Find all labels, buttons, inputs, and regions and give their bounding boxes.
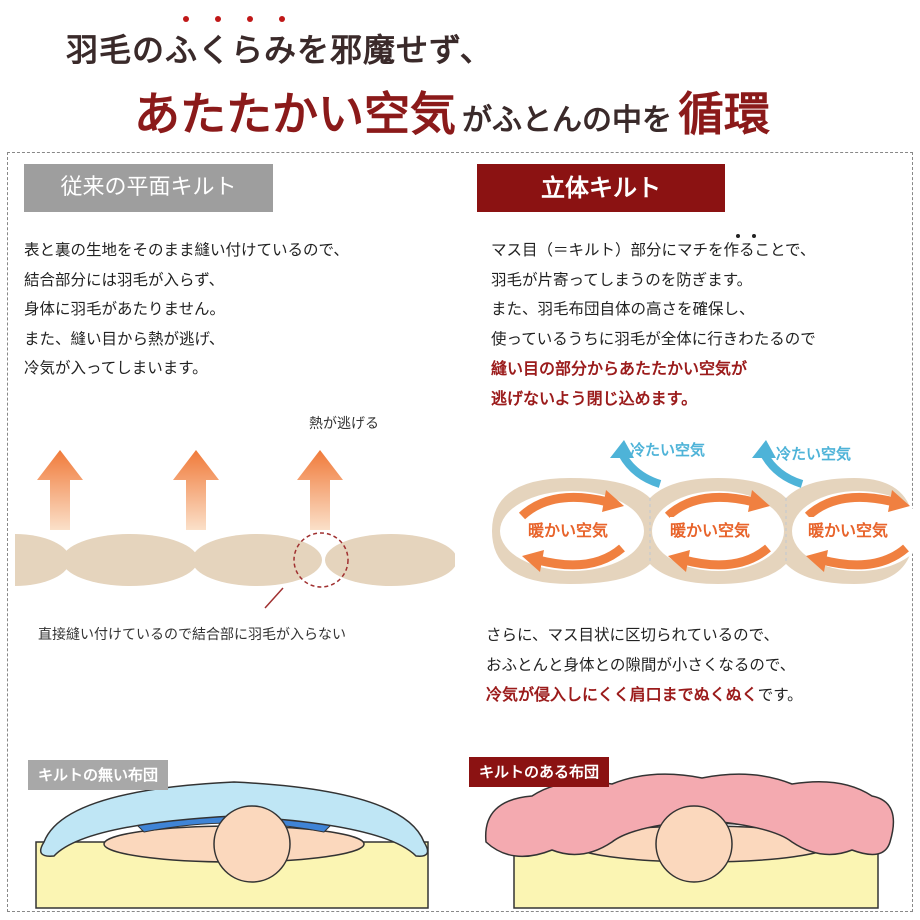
right-line: おふとんと身体との隙間が小さくなるので、 (486, 655, 796, 674)
warm-air-circulation-icon (804, 490, 910, 572)
heat-arrow-icon (37, 450, 83, 530)
right-red-line: 縫い目の部分からあたたかい空気が (491, 359, 748, 378)
warm-air-label: 暖かい空気 (808, 517, 889, 541)
left-line: 結合部分には羽毛が入らず、 (24, 270, 225, 289)
right-tag: 立体キルト (477, 164, 725, 212)
left-description: 表と裏の生地をそのまま縫い付けているので、 結合部分には羽毛が入らず、 身体に羽… (24, 236, 349, 384)
warm-air-label: 暖かい空気 (670, 517, 751, 541)
right-red-phrase: 冷気が侵入しにくく肩口までぬくぬく (486, 685, 758, 704)
warm-air-circulation-icon (518, 490, 625, 572)
flat-quilt-segment (62, 534, 198, 586)
head (213, 805, 291, 883)
right-line: さらに、マス目状に区切られているので、 (486, 626, 779, 644)
right-description: マス目（＝キルト）部分にマチを作ることで、 羽毛が片寄ってしまうのを防ぎます。 … (491, 236, 816, 413)
headline-circulation: 循環 (678, 87, 770, 141)
cold-air-label: 冷たい空気 (776, 445, 852, 463)
right-description-2: さらに、マス目状に区切られているので、 おふとんと身体との隙間が小さくなるので、… (486, 621, 803, 711)
right-line: マス目（＝キルト）部分にマチを作ることで、 (491, 241, 816, 259)
cold-air-arrow-icon (610, 440, 662, 488)
right-line: また、羽毛布団自体の高さを確保し、 (491, 300, 755, 318)
left-line: 身体に羽毛があたりません。 (24, 300, 226, 318)
left-line: また、縫い目から熱が逃げ、 (24, 329, 225, 348)
heat-arrow-icon (173, 450, 219, 530)
headline-middle: がふとんの中を (462, 103, 672, 138)
3d-quilt-diagram (492, 440, 914, 584)
warm-air-label: 暖かい空気 (528, 517, 609, 541)
flat-quilt-caption: 直接縫い付けているので結合部に羽毛が入らない (38, 627, 346, 643)
seam-highlight-circle (293, 532, 349, 588)
cold-air-arrow-icon (752, 440, 804, 488)
right-tail: です。 (757, 686, 803, 704)
badge-no-quilt: キルトの無い布団 (28, 760, 169, 790)
headline-warm-air: あたたかい空気 (134, 87, 456, 141)
right-line: 使っているうちに羽毛が全体に行きわたるので (491, 329, 816, 348)
headline-line2: あたたかい空気がふとんの中を循環 (134, 78, 770, 144)
futon-without-quilt-illustration (35, 781, 429, 909)
emphasis-dots-small (736, 234, 756, 238)
left-line: 表と裏の生地をそのまま縫い付けているので、 (24, 241, 349, 259)
warm-air-circulation-icon (664, 490, 771, 572)
flat-quilt-segment (192, 534, 322, 586)
headline-line1: 羽毛のふくらみを邪魔せず、 (66, 31, 493, 69)
futon-with-quilt-illustration (484, 773, 895, 909)
right-line: 羽毛が片寄ってしまうのを防ぎます。 (491, 270, 753, 289)
heat-arrow-icon (297, 450, 343, 530)
left-tag: 従来の平面キルト (24, 164, 273, 212)
left-line: 冷気が入ってしまいます。 (24, 359, 208, 377)
badge-with-quilt: キルトのある布団 (469, 757, 610, 787)
right-line-last: 冷気が侵入しにくく肩口までぬくぬくです。 (486, 680, 803, 711)
head (655, 805, 733, 883)
callout-line (264, 587, 284, 609)
flat-quilt-segment (15, 534, 70, 586)
flat-quilt-segment (325, 534, 455, 586)
flat-quilt-diagram (15, 450, 455, 609)
right-red-line: 逃げないよう閉じ込めます。 (491, 388, 698, 408)
emphasis-dots (183, 16, 285, 22)
heat-escape-label: 熱が逃げる (309, 416, 379, 432)
blue-futon (39, 781, 429, 857)
cold-air-label: 冷たい空気 (630, 441, 706, 459)
